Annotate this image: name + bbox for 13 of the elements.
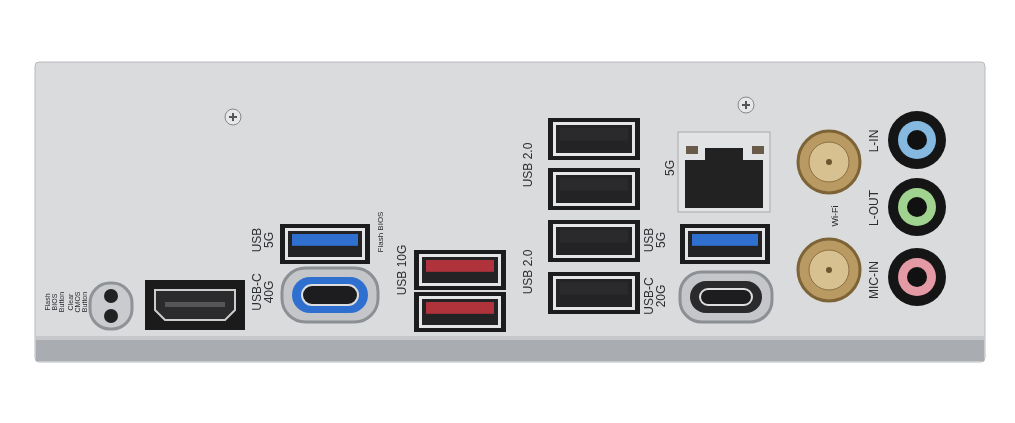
port-label: USB 2.0	[522, 141, 534, 190]
port-label: L-IN	[868, 128, 880, 155]
port-label: USB 2.0	[522, 248, 534, 297]
port-label: MIC-IN	[868, 260, 880, 301]
port-label: USB 5G	[643, 226, 667, 255]
port-label: USB 5G	[251, 226, 275, 255]
port-label: 5G	[664, 159, 676, 178]
port-label: USB-C 40G	[251, 272, 275, 313]
port-label: Flash BIOS	[377, 210, 385, 255]
port-label: USB 10G	[396, 243, 408, 298]
port-label: L-OUT	[868, 189, 880, 228]
port-label: USB-C 20G	[643, 276, 667, 317]
port-label: Wi-Fi	[830, 204, 840, 229]
